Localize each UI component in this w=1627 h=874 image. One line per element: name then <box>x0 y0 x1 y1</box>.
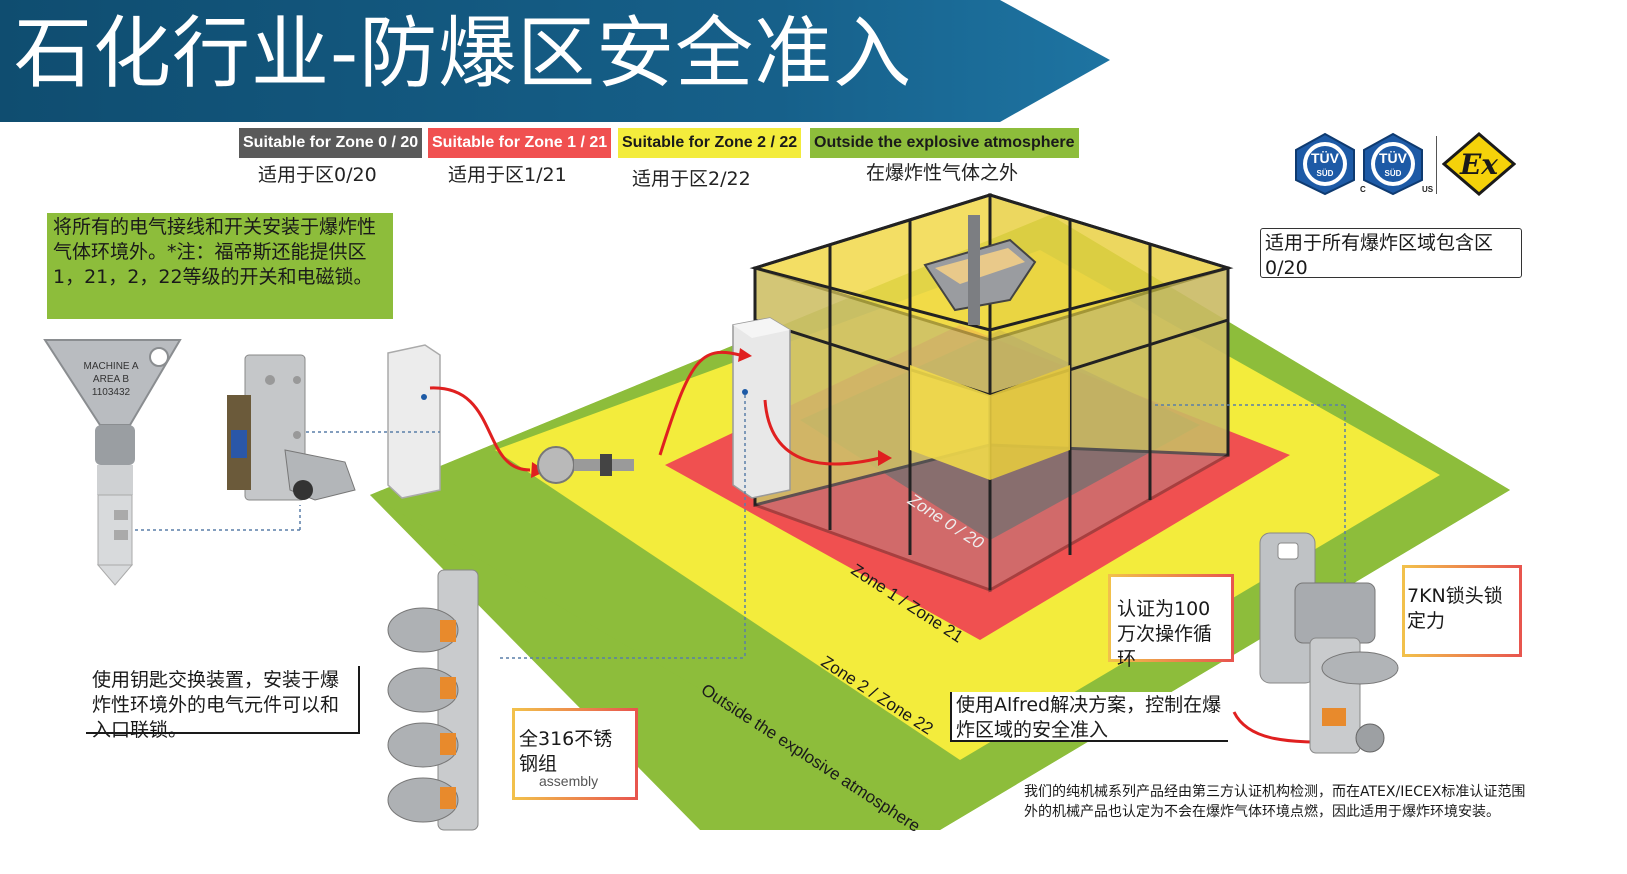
zone-legend-outside: Outside the explosive atmosphere <box>810 128 1079 158</box>
zone-legend-0-cn: 适用于区0/20 <box>258 164 377 186</box>
flow-arrow-1 <box>429 386 531 472</box>
guard-locking-icon <box>1259 532 1399 754</box>
svg-text:AREA B: AREA B <box>93 374 129 385</box>
svg-text:SÜD: SÜD <box>1385 169 1402 178</box>
zone-legend-1: Suitable for Zone 1 / 21 <box>428 128 612 158</box>
zone-legend-0: Suitable for Zone 0 / 20 <box>239 128 423 158</box>
svg-text:Ex: Ex <box>1459 148 1498 181</box>
cycles-callout: 认证为100万次操作循环 <box>1108 574 1234 670</box>
stainless-callout-residue: assembly <box>539 773 599 789</box>
flow-arrow-3 <box>763 399 881 466</box>
zone-legend-2-cn: 适用于区2/22 <box>632 168 751 190</box>
zone-legend-2: Suitable for Zone 2 / 22 <box>618 128 802 158</box>
certification-note: 我们的纯机械系列产品经由第三方认证机构检测，而在ATEX/IECEX标准认证范围… <box>1024 784 1526 820</box>
alfred-note-text: 使用Alfred解决方案，控制在爆炸区域的安全准入 <box>956 694 1222 741</box>
tuv-badge: TÜV SÜD <box>1295 132 1355 196</box>
stainless-callout: 全316不锈钢组 assembly <box>512 708 638 800</box>
key-icon: MACHINE A AREA B 1103432 <box>43 339 182 586</box>
wiring-note: 将所有的电气接线和开关安装于爆炸性气体环境外。*注：福帝斯还能提供区1，21，2… <box>47 213 393 319</box>
svg-text:TÜV: TÜV <box>1379 150 1408 166</box>
page-title: 石化行业-防爆区安全准入 <box>14 9 913 99</box>
cycles-callout-text: 认证为100万次操作循环 <box>1117 598 1213 670</box>
stainless-assembly-icon <box>387 569 479 831</box>
locking-force-callout: 7KN锁头锁定力 <box>1402 565 1522 657</box>
svg-text:C: C <box>1360 185 1366 194</box>
alfred-note: 使用Alfred解决方案，控制在爆炸区域的安全准入 <box>950 692 1228 742</box>
header-banner <box>0 0 1110 122</box>
svg-text:US: US <box>1422 185 1434 194</box>
svg-text:MACHINE A: MACHINE A <box>83 361 138 372</box>
interlock-switch-icon <box>227 354 356 501</box>
svg-text:TÜV: TÜV <box>1311 150 1340 166</box>
tuv-us-badge: TÜV SÜD C US <box>1360 132 1434 196</box>
key-exchange-note-text: 使用钥匙交换装置，安装于爆炸性环境外的电气元件可以和入口联锁。 <box>92 669 340 741</box>
locking-force-callout-text: 7KN锁头锁定力 <box>1407 585 1503 632</box>
svg-text:SÜD: SÜD <box>1317 169 1334 178</box>
key-exchange-unit-icon <box>537 446 634 484</box>
badge-divider <box>1436 136 1437 194</box>
wall-switch-box <box>387 344 441 499</box>
ex-mark-icon: Ex <box>1442 132 1516 196</box>
key-exchange-note: 使用钥匙交换装置，安装于爆炸性环境外的电气元件可以和入口联锁。 <box>86 666 360 741</box>
control-panel <box>732 317 791 499</box>
stainless-callout-text: 全316不锈钢组 <box>519 728 613 775</box>
zone-legend-1-cn: 适用于区1/21 <box>448 164 567 186</box>
zone-legend-outside-cn: 在爆炸性气体之外 <box>866 162 1019 184</box>
svg-text:1103432: 1103432 <box>92 387 131 398</box>
all-zones-note: 适用于所有爆炸区域包含区0/20 <box>1260 228 1522 279</box>
flow-arrow-2 <box>658 350 741 456</box>
